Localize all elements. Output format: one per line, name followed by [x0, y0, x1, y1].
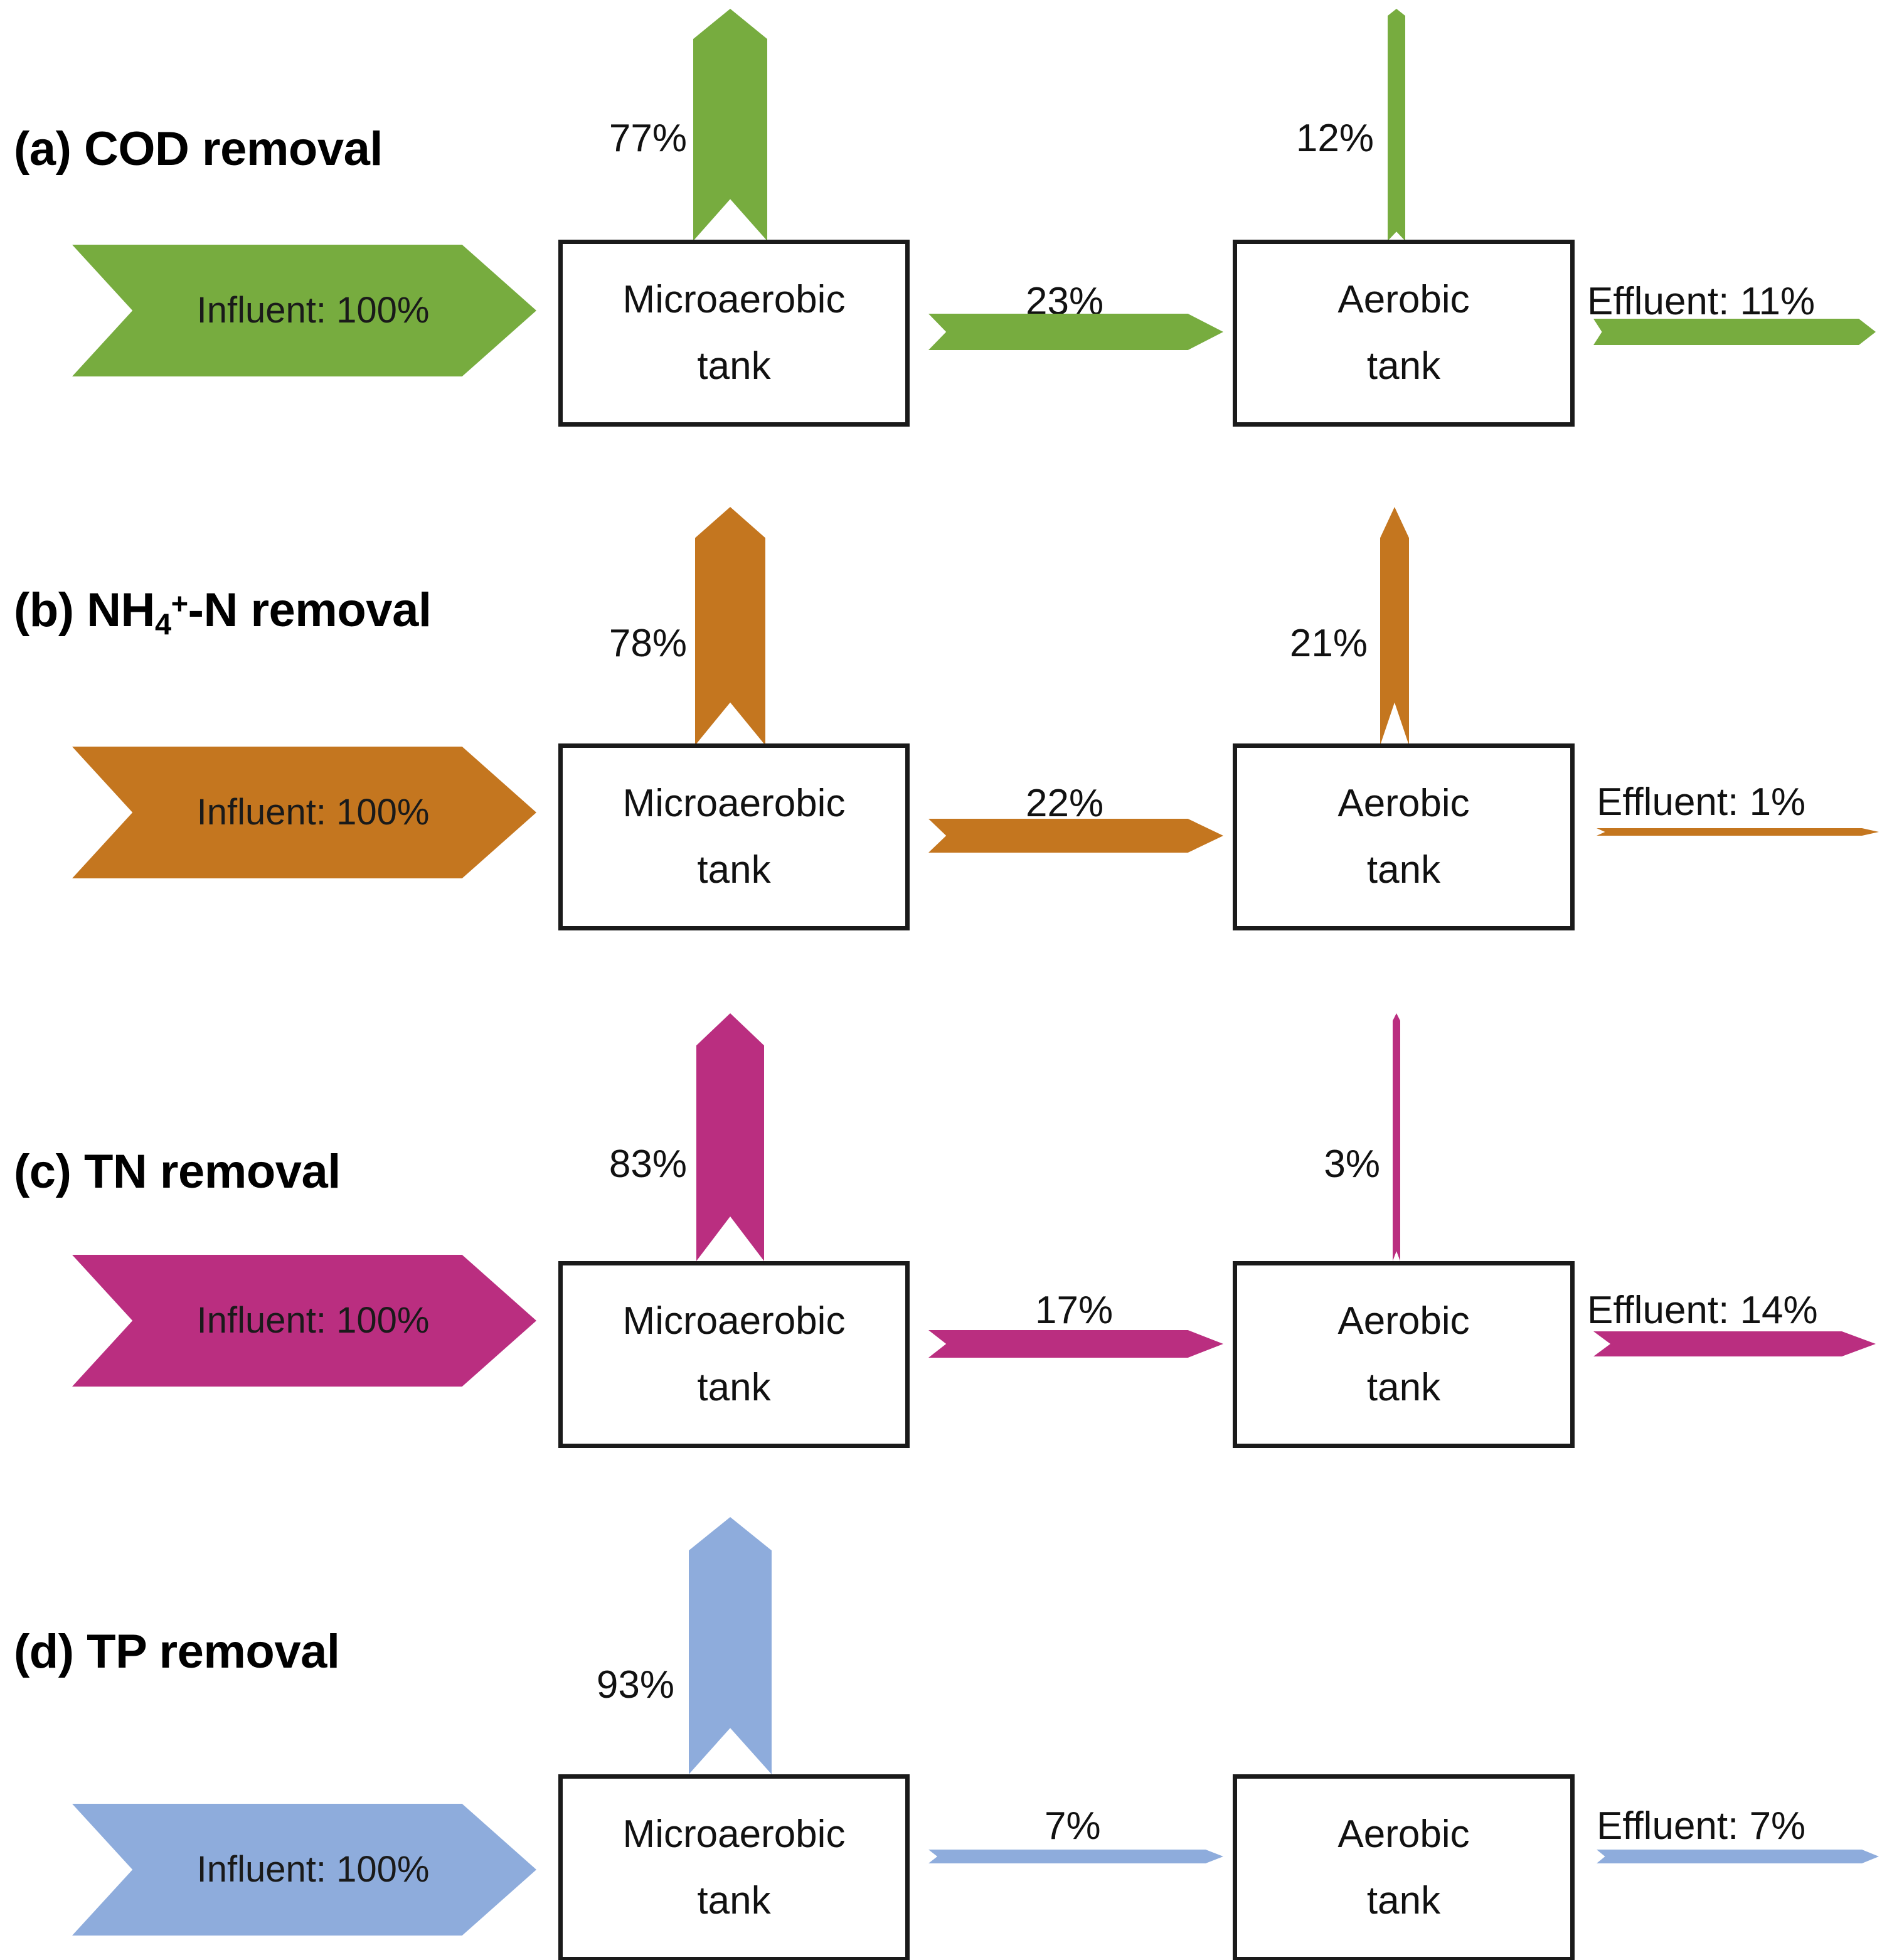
aerobic-tank-label-line1-d: Aerobic	[1337, 1813, 1470, 1856]
effluent-arrow-c	[1593, 1331, 1876, 1356]
microaerobic-tank-label-line2-b: tank	[697, 848, 771, 892]
panel-title-b-superscript: +	[171, 587, 189, 620]
panel-title-c: (c) TN removal	[14, 1145, 341, 1198]
aerobic-tank-a: Aerobic tank	[1233, 240, 1575, 427]
influent-label-b: Influent: 100%	[196, 792, 430, 833]
intermediate-label-c: 17%	[1035, 1289, 1114, 1332]
vent-arrow-aerobic-c	[1393, 1013, 1400, 1261]
panel-title-b-prefix: (b) NH	[14, 583, 155, 637]
panel-title-b-suffix: -N removal	[188, 583, 432, 637]
influent-label-c: Influent: 100%	[196, 1300, 430, 1341]
vent-label-microaerobic-b: 78%	[609, 622, 687, 665]
microaerobic-tank-label-line1-d: Microaerobic	[622, 1813, 846, 1856]
panel-title-d: (d) TP removal	[14, 1625, 340, 1678]
aerobic-tank-label-line2-d: tank	[1366, 1879, 1441, 1922]
vent-arrow-aerobic-b	[1380, 507, 1409, 745]
aerobic-tank-d: Aerobic tank	[1233, 1774, 1575, 1960]
effluent-label-c: Effluent: 14%	[1587, 1289, 1818, 1332]
panel-title-a: (a) COD removal	[14, 122, 383, 176]
effluent-label-a: Effluent: 11%	[1587, 280, 1816, 323]
panel-nh4n-removal: (b) NH4+-N removal 78% Influent: 100% Mi…	[0, 489, 1882, 991]
effluent-arrow-a	[1593, 319, 1876, 345]
microaerobic-tank-d: Microaerobic tank	[558, 1774, 910, 1960]
microaerobic-tank-label-line2-a: tank	[697, 344, 771, 388]
effluent-label-b: Effluent: 1%	[1597, 780, 1806, 824]
effluent-arrow-b	[1597, 828, 1879, 836]
panel-tn-removal: (c) TN removal 83% Influent: 100% Microa…	[0, 991, 1882, 1493]
influent-label-a: Influent: 100%	[196, 290, 430, 331]
panel-cod-removal: (a) COD removal 77% Influent: 100% Micro…	[0, 0, 1882, 489]
influent-arrow-c: Influent: 100%	[72, 1255, 536, 1387]
vent-arrow-microaerobic-a	[693, 9, 767, 241]
aerobic-tank-b: Aerobic tank	[1233, 743, 1575, 930]
microaerobic-tank-label-line2-c: tank	[697, 1366, 771, 1409]
intermediate-arrow-a	[928, 314, 1223, 350]
effluent-label-d: Effluent: 7%	[1597, 1804, 1806, 1848]
aerobic-tank-label-line2-c: tank	[1366, 1366, 1441, 1409]
microaerobic-tank-label-line1-a: Microaerobic	[622, 278, 846, 321]
microaerobic-tank-label-line2-d: tank	[697, 1879, 771, 1922]
aerobic-tank-label-line1-b: Aerobic	[1337, 782, 1470, 825]
aerobic-tank-label-line2-b: tank	[1366, 848, 1441, 892]
influent-arrow-b: Influent: 100%	[72, 747, 536, 878]
panel-title-b: (b) NH4+-N removal	[14, 587, 432, 641]
effluent-arrow-d	[1597, 1850, 1879, 1863]
vent-label-aerobic-c: 3%	[1324, 1142, 1380, 1186]
influent-label-d: Influent: 100%	[196, 1849, 430, 1890]
vent-label-microaerobic-c: 83%	[609, 1142, 687, 1186]
panel-title-b-subscript: 4	[154, 607, 171, 641]
vent-label-aerobic-a: 12%	[1295, 117, 1374, 160]
panel-tp-removal: (d) TP removal 93% Influent: 100% Microa…	[0, 1493, 1882, 1960]
microaerobic-tank-a: Microaerobic tank	[558, 240, 910, 427]
intermediate-label-b: 22%	[1026, 782, 1104, 825]
influent-arrow-d: Influent: 100%	[72, 1804, 536, 1936]
vent-arrow-aerobic-a	[1388, 9, 1405, 241]
intermediate-label-d: 7%	[1045, 1804, 1101, 1848]
microaerobic-tank-b: Microaerobic tank	[558, 743, 910, 930]
microaerobic-tank-label-line1-c: Microaerobic	[622, 1299, 846, 1343]
vent-arrow-microaerobic-b	[695, 507, 765, 745]
intermediate-arrow-d	[928, 1850, 1223, 1863]
aerobic-tank-label-line1-a: Aerobic	[1337, 278, 1470, 321]
vent-label-microaerobic-d: 93%	[596, 1663, 674, 1707]
vent-arrow-microaerobic-c	[696, 1013, 764, 1261]
vent-label-microaerobic-a: 77%	[609, 117, 687, 160]
microaerobic-tank-c: Microaerobic tank	[558, 1261, 910, 1448]
aerobic-tank-label-line2-a: tank	[1366, 344, 1441, 388]
intermediate-arrow-c	[928, 1330, 1223, 1358]
influent-arrow-a: Influent: 100%	[72, 245, 536, 376]
aerobic-tank-label-line1-c: Aerobic	[1337, 1299, 1470, 1343]
vent-label-aerobic-b: 21%	[1289, 622, 1368, 665]
microaerobic-tank-label-line1-b: Microaerobic	[622, 782, 846, 825]
aerobic-tank-c: Aerobic tank	[1233, 1261, 1575, 1448]
intermediate-arrow-b	[928, 819, 1223, 853]
vent-arrow-microaerobic-d	[689, 1517, 772, 1774]
